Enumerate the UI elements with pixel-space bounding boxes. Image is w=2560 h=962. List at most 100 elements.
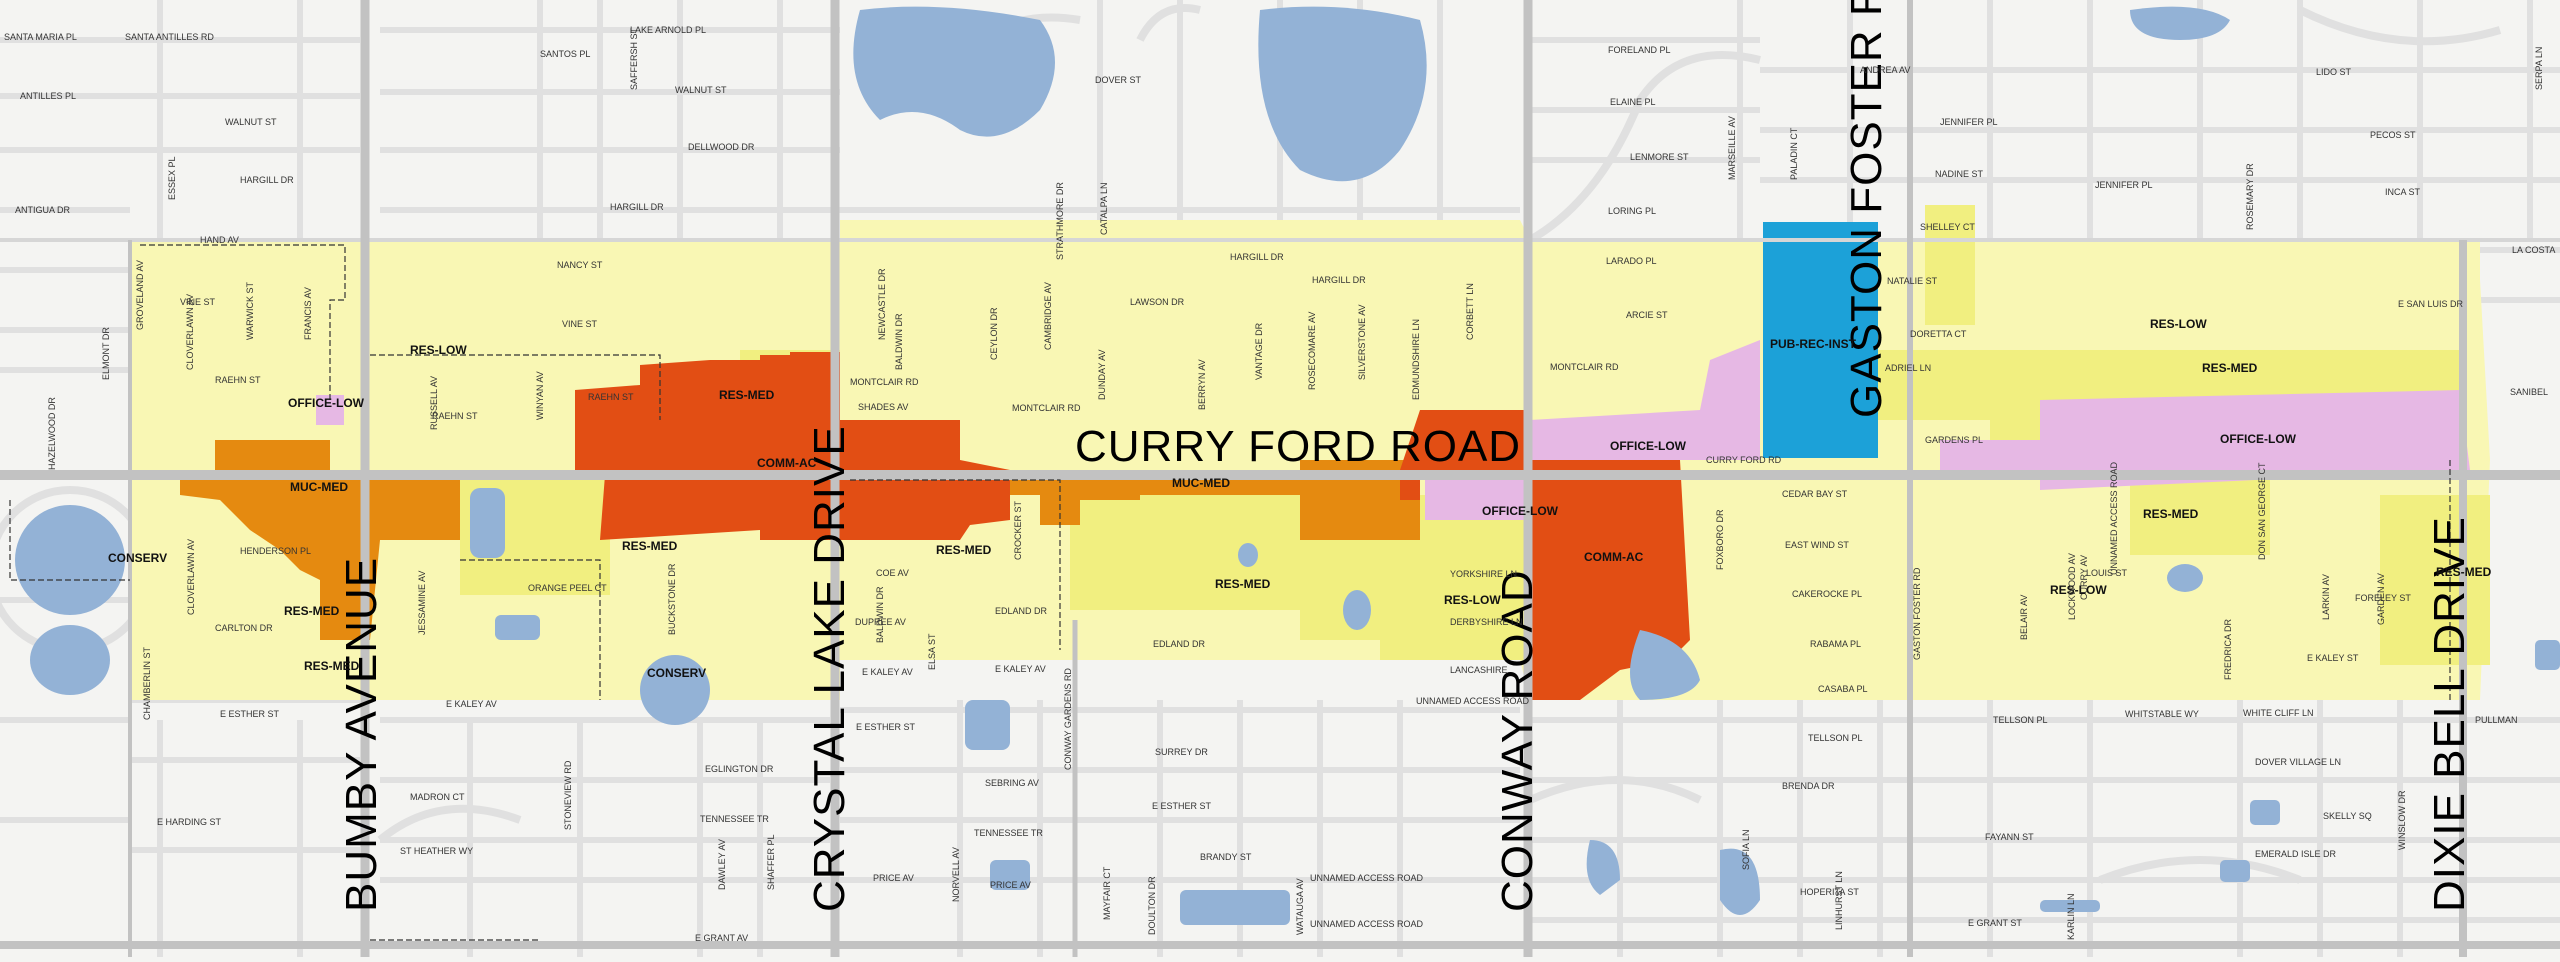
street-label-vertical: CEYLON DR — [989, 307, 999, 360]
zone-label: RES-MED — [2436, 565, 2492, 579]
street-label: FORELEY ST — [2355, 593, 2411, 603]
street-label: NANCY ST — [557, 260, 603, 270]
street-label: EDLAND DR — [995, 606, 1048, 616]
street-label-vertical: DOULTON DR — [1147, 876, 1157, 935]
street-label-vertical: ROSECOMARE AV — [1307, 311, 1317, 390]
water-bodies-south — [15, 488, 2560, 925]
street-label: SANIBEL — [2510, 387, 2549, 397]
street-label-vertical: MARSEILLE AV — [1727, 116, 1737, 180]
street-label: RAEHN ST — [432, 411, 478, 421]
street-label: HAND AV — [200, 235, 239, 245]
street-label: HENDERSON PL — [240, 546, 312, 556]
street-label: VINE ST — [562, 319, 598, 329]
street-label-vertical: ELMONT DR — [101, 327, 111, 380]
street-label: DOVER ST — [1095, 75, 1142, 85]
street-label-vertical: WINSLOW DR — [2397, 790, 2407, 851]
zone-label: RES-MED — [719, 388, 775, 402]
crystal-lake-drive-label: CRYSTAL LAKE DRIVE — [805, 425, 854, 912]
street-label-vertical: KARLIN LN — [2066, 893, 2076, 940]
zone-label: MUC-MED — [1172, 476, 1230, 490]
street-label: PRICE AV — [990, 880, 1031, 890]
street-label: WALNUT ST — [225, 117, 277, 127]
street-label-vertical: CHAMBERLIN ST — [142, 646, 152, 720]
street-label-vertical: MAYFAIR CT — [1102, 866, 1112, 920]
curry-ford-road-label: CURRY FORD ROAD — [1075, 422, 1522, 471]
zone-pub-rec-inst — [1763, 222, 1878, 458]
water-bodies — [853, 6, 2330, 330]
street-label: LARADO PL — [1606, 256, 1657, 266]
street-label: E KALEY AV — [862, 667, 913, 677]
street-label: DORETTA CT — [1910, 329, 1967, 339]
zone-label: COMM-AC — [1584, 550, 1644, 564]
street-label: TENNESSEE TR — [974, 828, 1043, 838]
street-label-vertical: DON SAN GEORGE CT — [2257, 462, 2267, 560]
street-label-vertical: FOXBORO DR — [1715, 509, 1725, 570]
street-label: DELLWOOD DR — [688, 142, 755, 152]
street-label-vertical: LOCKWOOD AV — [2067, 553, 2077, 620]
street-label: GARDENS PL — [1925, 435, 1984, 445]
street-label: EAST WIND ST — [1785, 540, 1849, 550]
zone-label: RES-MED — [1215, 577, 1271, 591]
street-label: PRICE AV — [873, 873, 914, 883]
street-label: SEBRING AV — [985, 778, 1039, 788]
street-label-vertical: VANTAGE DR — [1254, 322, 1264, 380]
street-label: E ESTHER ST — [220, 709, 280, 719]
street-label: RABAMA PL — [1810, 639, 1862, 649]
street-label: CASABA PL — [1818, 684, 1868, 694]
street-label: HARGILL DR — [1312, 275, 1366, 285]
street-label-vertical: FREDRICA DR — [2223, 618, 2233, 680]
street-label: LANCASHIRE — [1450, 665, 1508, 675]
street-label-vertical: CONWAY GARDENS RD — [1063, 668, 1073, 770]
street-label: SURREY DR — [1155, 747, 1208, 757]
street-label-vertical: SHAFFER PL — [766, 834, 776, 890]
street-label: E GRANT AV — [695, 933, 749, 943]
zone-label: OFFICE-LOW — [2220, 432, 2296, 446]
street-label: MONTCLAIR RD — [1550, 362, 1619, 372]
zone-label: RES-LOW — [2050, 583, 2107, 597]
street-label-vertical: FRANCIS AV — [303, 287, 313, 340]
street-label-vertical: GROVELAND AV — [135, 260, 145, 330]
street-label-vertical: CATALPA LN — [1099, 182, 1109, 235]
street-label: CAKEROCKE PL — [1792, 589, 1863, 599]
street-label: ARCIE ST — [1626, 310, 1668, 320]
zone-label: RES-MED — [2143, 507, 2199, 521]
street-label-vertical: GASTON FOSTER RD — [1912, 567, 1922, 660]
bumby-avenue-label: BUMBY AVENUE — [337, 556, 386, 912]
zone-label: CONSERV — [108, 551, 168, 565]
zone-label: RES-LOW — [1444, 593, 1501, 607]
street-label-vertical: WINYAN AV — [535, 371, 545, 420]
street-label: SANTOS PL — [540, 49, 591, 59]
street-label: ANTILLES PL — [20, 91, 77, 101]
street-label-vertical: JESSAMINE AV — [417, 570, 427, 635]
street-label-vertical: HAZELWOOD DR — [47, 397, 57, 470]
street-label: WHITE CLIFF LN — [2243, 708, 2314, 718]
street-label: SHELLEY CT — [1920, 222, 1975, 232]
zone-label: RES-MED — [2202, 361, 2258, 375]
street-label-vertical: BUCKSTONE DR — [667, 563, 677, 635]
street-label-vertical: ELSA ST — [927, 633, 937, 670]
street-label: NATALIE ST — [1887, 276, 1938, 286]
street-label: LAWSON DR — [1130, 297, 1185, 307]
street-label: ST HEATHER WY — [400, 846, 474, 856]
street-label: MADRON CT — [410, 792, 465, 802]
street-label: LOUIS ST — [2086, 568, 2128, 578]
street-label: SANTA ANTILLES RD — [125, 32, 214, 42]
street-label: COE AV — [876, 568, 909, 578]
street-label-vertical: LINHURST LN — [1834, 871, 1844, 930]
street-label-vertical: PALADIN CT — [1789, 127, 1799, 180]
street-label: FAYANN ST — [1985, 832, 2034, 842]
zone-label: RES-MED — [284, 604, 340, 618]
street-label: TELLSON PL — [1808, 733, 1863, 743]
street-label: EGLINGTON DR — [705, 764, 774, 774]
street-label-vertical: CROCKER ST — [1013, 500, 1023, 560]
street-label-vertical: STONEVIEW RD — [563, 760, 573, 830]
street-label-vertical: WATAUGA AV — [1295, 878, 1305, 935]
street-label: SHADES AV — [858, 402, 909, 412]
street-label: CEDAR BAY ST — [1782, 489, 1848, 499]
street-label: YORKSHIRE LN — [1450, 569, 1518, 579]
street-label: ANTIGUA DR — [15, 205, 71, 215]
zone-label: COMM-AC — [757, 456, 817, 470]
minor-streets-vertical — [157, 0, 2533, 957]
zone-label: MUC-MED — [290, 480, 348, 494]
